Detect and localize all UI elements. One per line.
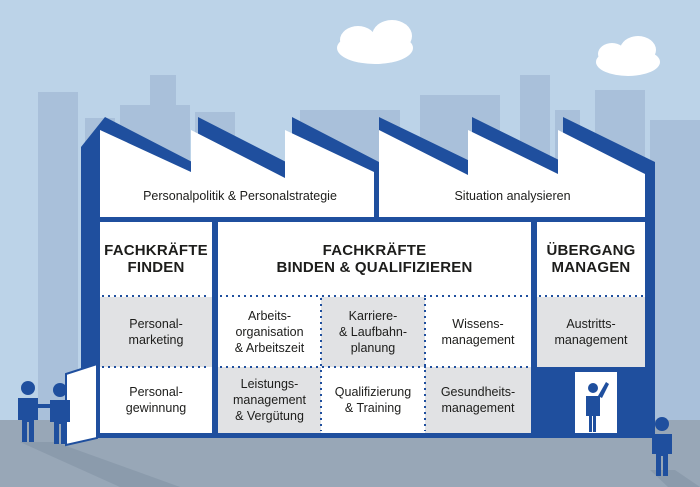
heading-uebergang-managen: ÜBERGANG MANAGEN <box>546 241 636 276</box>
cell-gesundheitsmanagement: Gesundheits- management <box>440 384 516 415</box>
roof-panel-right <box>379 130 645 217</box>
cell-qualifizierung: Qualifizierung & Training <box>334 384 412 415</box>
shadow <box>20 442 700 487</box>
person-icon <box>652 417 672 476</box>
dotted-dividers <box>102 295 643 431</box>
cell-austrittsmanagement: Austritts- management <box>554 316 628 347</box>
roof-label-personalpolitik: Personalpolitik & Personalstrategie <box>143 189 337 204</box>
grey-cells <box>100 297 645 433</box>
heading-binden-qualifizieren: FACHKRÄFTE BINDEN & QUALIFIZIEREN <box>276 241 473 276</box>
cloud-icon <box>337 20 413 64</box>
person-icon <box>18 381 38 442</box>
cell-personalmarketing: Personal- marketing <box>128 316 184 347</box>
roof-label-situation: Situation analysieren <box>454 189 571 204</box>
waving-person-icon <box>586 382 609 432</box>
heading-fachkraefte-finden: FACHKRÄFTE FINDEN <box>104 241 208 276</box>
door-icon <box>65 362 98 447</box>
cell-personalgewinnung: Personal- gewinnung <box>125 384 187 415</box>
cell-karriereplanung: Karriere- & Laufbahn- planung <box>338 308 408 356</box>
cell-arbeitsorganisation: Arbeits- organisation & Arbeitszeit <box>234 308 305 356</box>
cloud-icon <box>596 36 660 76</box>
cell-wissensmanagement: Wissens- management <box>441 316 515 347</box>
person-icon <box>36 383 70 444</box>
roof-panel-left <box>100 130 374 217</box>
cell-leistungsmanagement: Leistungs- management & Vergütung <box>233 376 306 424</box>
